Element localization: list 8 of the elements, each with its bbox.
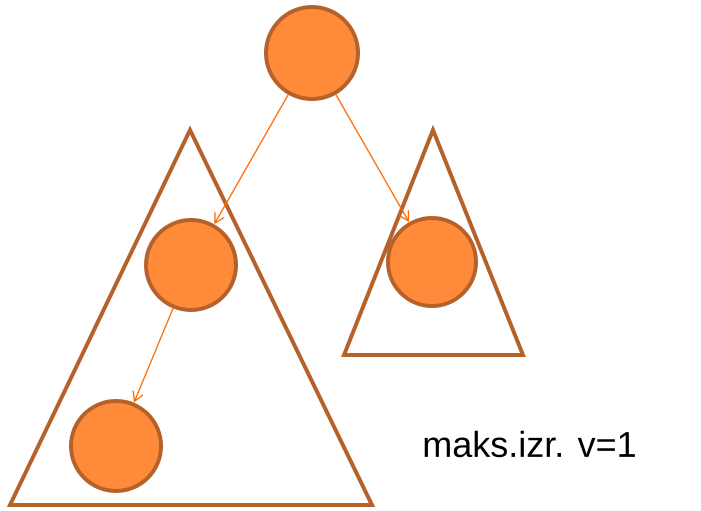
circle-node	[144, 218, 238, 312]
circle-node	[69, 399, 163, 493]
circle-node	[264, 5, 360, 101]
arrow	[214, 94, 289, 224]
arrow	[132, 308, 174, 403]
label-text: maks.izr. v=1	[424, 430, 635, 458]
circle-node	[386, 216, 478, 308]
arrow	[335, 94, 410, 222]
